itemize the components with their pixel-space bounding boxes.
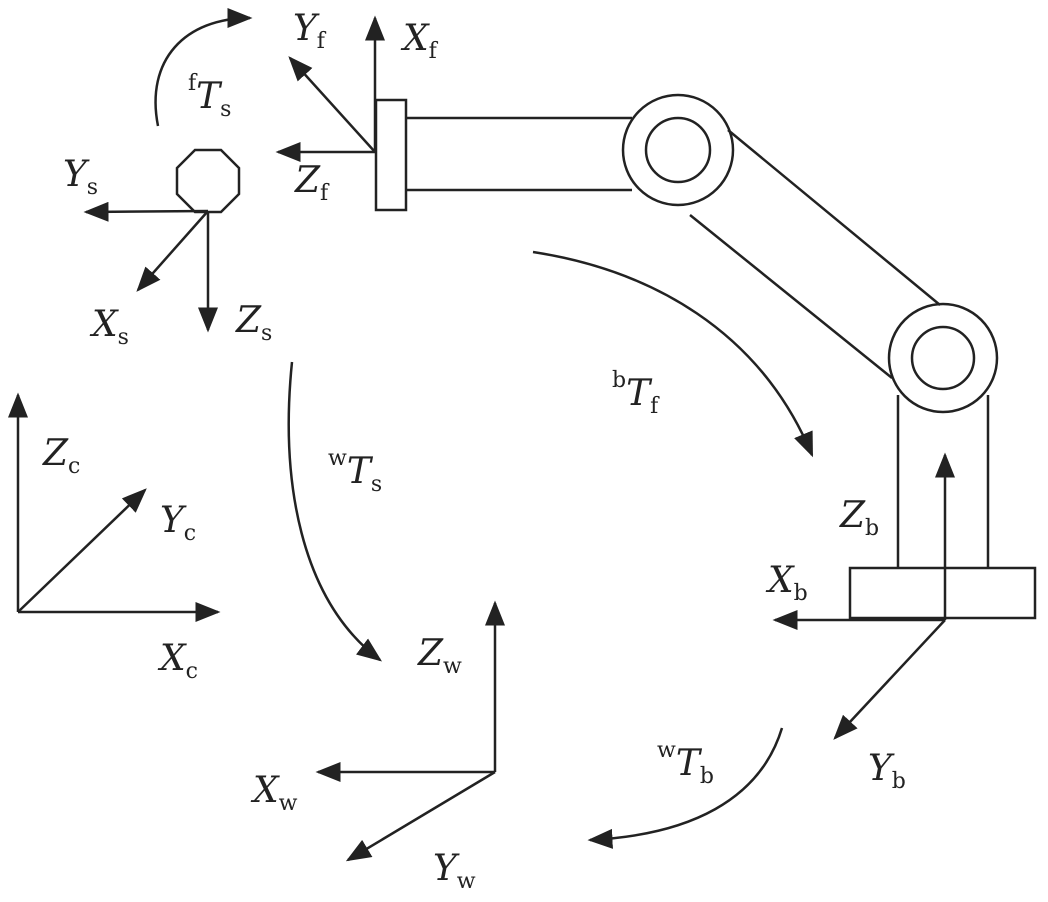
joint-2-outer [887,302,999,414]
world-frame [315,600,505,862]
flange-x-label: Xf [400,18,439,64]
transform-label-w-T-b: wTb [657,738,714,789]
transform-label-w-T-s: wTs [328,446,382,497]
joint-2-inner [910,325,976,391]
camera-frame [7,392,221,622]
robot-arm [374,93,1037,620]
sensor-x-axis [136,210,209,292]
sensor-octagon [175,148,241,214]
base-y-label: Yb [868,748,906,794]
flange-y-label: Yf [293,8,327,54]
sensor-y-axis [83,201,209,222]
joint-1-outer [621,93,735,207]
world-y-axis [345,770,496,862]
flange-plate [374,98,408,212]
joint-1-inner [644,116,712,184]
camera-x-label: Xc [157,638,198,684]
flange-z-label: Zf [294,160,330,206]
camera-y-axis [17,488,147,613]
sensor-frame [83,201,218,333]
camera-z-label: Zc [42,433,80,479]
transform-arrow-b-T-f [532,250,814,458]
world-x-label: Xw [250,770,298,816]
link-2-bottom [689,214,893,379]
transform-label-b-T-f: bTf [612,368,660,419]
world-y-label: Yw [433,848,476,894]
base-z-label: Zb [839,495,879,541]
base-frame [772,452,955,740]
link-2-top [727,129,941,306]
sensor-x-label: Xs [89,304,129,350]
robot-base [848,566,1037,620]
sensor-z-label: Zs [235,300,272,346]
sensor-y-label: Ys [63,154,98,200]
base-x-label: Xb [765,560,808,606]
transform-label-f-T-s: fTs [188,71,231,122]
transform-arrow-f-T-s [154,8,253,127]
world-z-label: Zw [417,633,462,679]
base-y-axis [833,619,946,740]
transform-arrow-w-T-b [587,727,784,849]
flange-y-axis [288,56,376,153]
camera-y-label: Yc [160,500,196,546]
transform-arrow-w-T-s [287,361,382,662]
flange-frame [275,15,385,162]
